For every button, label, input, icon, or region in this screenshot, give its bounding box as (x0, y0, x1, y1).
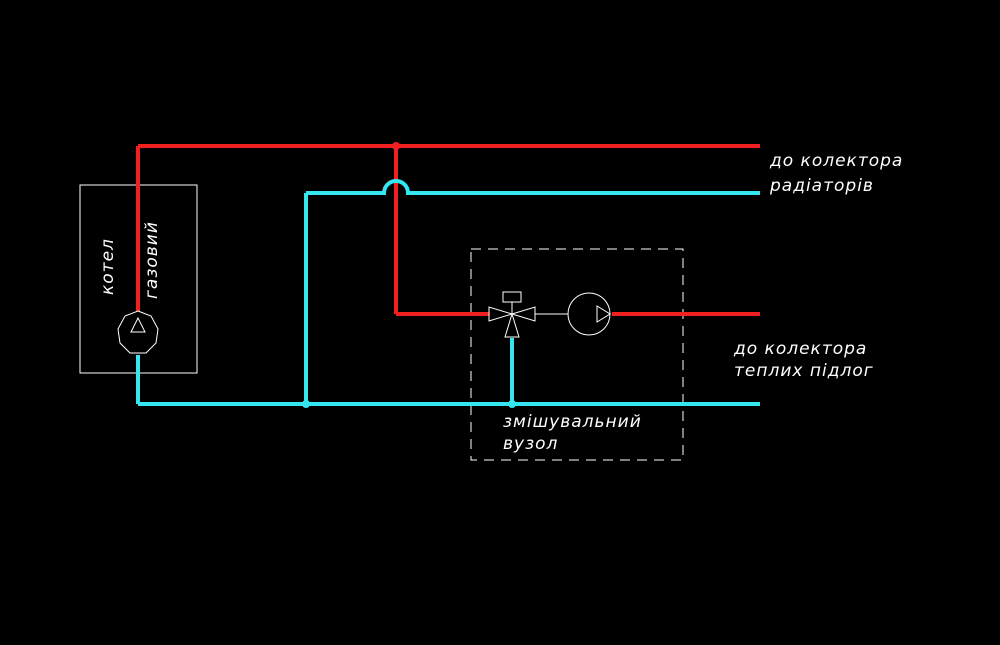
boiler-label-line1: котел (98, 238, 118, 295)
radiators-label-line1: до колектора (769, 151, 903, 171)
pump-icon (117, 310, 159, 354)
floors-label-line1: до колектора (733, 339, 867, 359)
mixing-label-line1: змішувальний (503, 412, 642, 432)
supply-pipes (136, 144, 760, 316)
supply-junction (392, 142, 400, 150)
radiator-return-line (306, 179, 760, 195)
mixing-label-line2: вузол (503, 434, 558, 454)
mixing-unit-frame (470, 248, 684, 461)
boiler-label-line2: газовий (142, 221, 162, 299)
floors-label-line2: теплих підлог (734, 361, 874, 381)
radiators-label-line2: радіаторів (769, 176, 874, 196)
return-junction-left (302, 400, 310, 408)
return-junction-mixing (508, 400, 516, 408)
boiler-label-2: газовий (142, 221, 162, 299)
boiler-label: котел (98, 238, 118, 295)
return-pipes (136, 179, 760, 406)
pump-icon (535, 292, 611, 336)
three-way-valve-icon (488, 291, 536, 338)
